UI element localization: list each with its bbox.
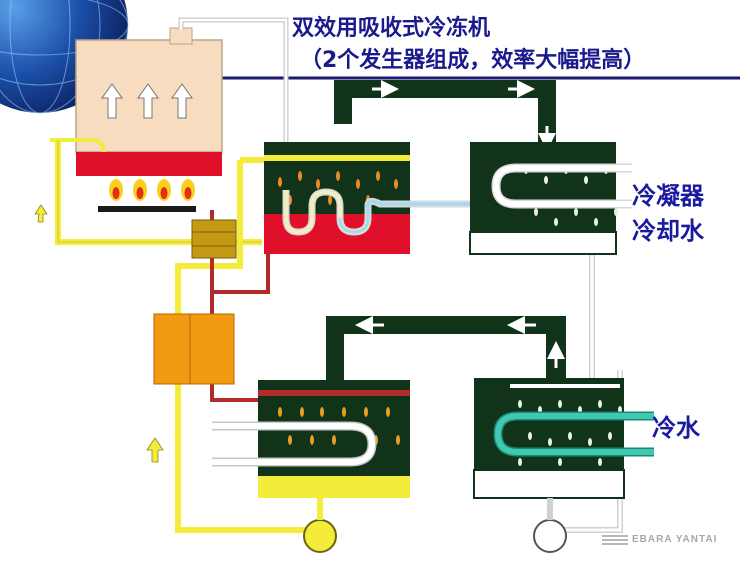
high-temp-generator-burner bbox=[50, 27, 223, 212]
condenser-label: 冷凝器 bbox=[632, 182, 704, 210]
flow-arrow-icon bbox=[34, 204, 164, 463]
condenser bbox=[469, 142, 632, 255]
absorber bbox=[212, 380, 410, 498]
exhaust-arrow-icon bbox=[101, 83, 193, 119]
solution-pump bbox=[303, 519, 337, 553]
company-logo: EBARA YANTAI bbox=[602, 530, 742, 548]
chilled-water-label: 冷水 bbox=[652, 414, 700, 442]
diagram-subtitle: （2个发生器组成，效率大幅提高） bbox=[300, 48, 646, 73]
heat-exchanger-high bbox=[191, 219, 237, 259]
low-temp-generator bbox=[264, 110, 470, 254]
vapour-duct-bottom bbox=[326, 316, 566, 382]
logo-text: EBARA YANTAI bbox=[632, 533, 718, 545]
burner-flame-icon bbox=[109, 179, 195, 201]
logo-mark-icon bbox=[602, 533, 628, 545]
evaporator bbox=[473, 378, 654, 499]
refrigerant-pump bbox=[533, 519, 567, 553]
cooling-water-label: 冷却水 bbox=[632, 217, 704, 245]
diagram-title: 双效用吸收式冷冻机 bbox=[292, 16, 491, 41]
heat-exchanger-low bbox=[153, 313, 235, 385]
vapour-duct-top bbox=[334, 80, 556, 151]
